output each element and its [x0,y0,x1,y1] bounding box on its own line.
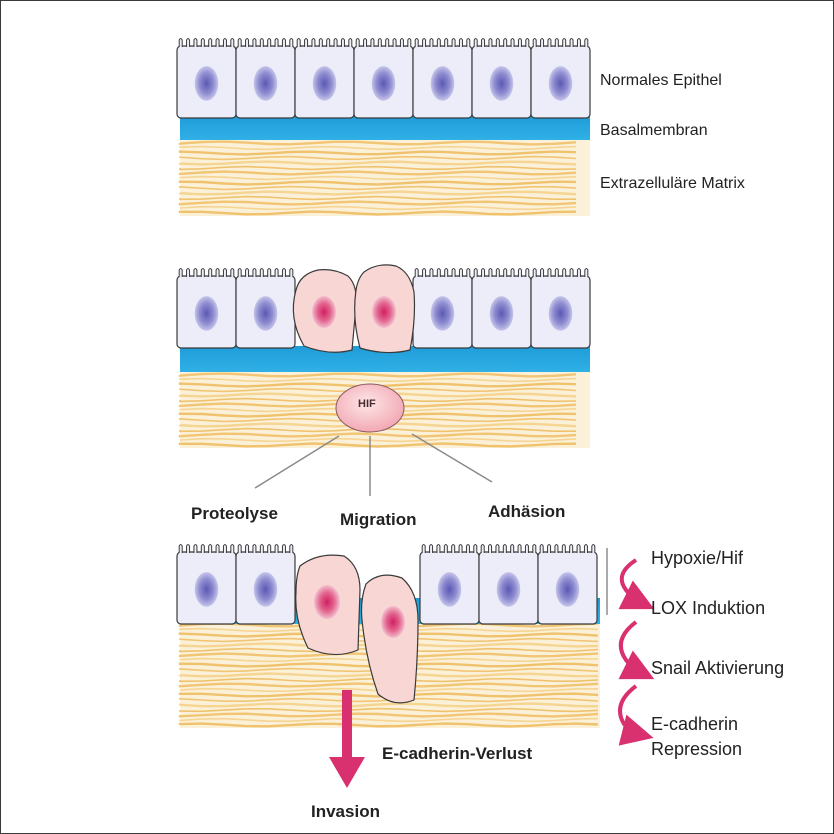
adhesion-label: Adhäsion [488,502,565,522]
hif-panel [177,265,590,448]
epithelial-cell [236,269,295,349]
nucleus [254,572,278,607]
cascade-step-snail: Snail Aktivierung [651,656,784,680]
nucleus [195,572,219,607]
epithelial-cell [413,39,472,119]
tumor-cell [355,265,415,353]
tumor-nucleus [372,296,396,328]
nucleus [556,572,580,607]
migration-label: Migration [340,510,417,530]
epithelial-cell [531,269,590,349]
cascade-step-ecadherin: E-cadherin [651,712,738,736]
ecadherin-loss-label: E-cadherin-Verlust [382,744,532,764]
hif-label: HIF [358,398,376,410]
epithelial-cell [177,545,236,625]
cascade-arrow-1 [622,560,640,602]
epithelial-cell [354,39,413,119]
nucleus [549,66,573,101]
nucleus [195,66,219,101]
cascade-arrow-2 [621,622,640,672]
epithelial-cell [236,39,295,119]
nucleus [490,66,514,101]
nucleus [254,66,278,101]
nucleus [254,296,278,331]
epithelial-cell [531,39,590,119]
nucleus [372,66,396,101]
normal-epithelium-panel [177,39,590,217]
tumor-nucleus [381,606,405,638]
epithelial-cell [479,545,538,625]
basement-membrane [180,116,590,140]
nucleus [549,296,573,331]
epithelial-cell [295,39,354,119]
tumor-cell [296,555,360,654]
nucleus [438,572,462,607]
epithelial-cell [472,269,531,349]
tumor-nucleus [314,585,340,619]
epithelial-cell [472,39,531,119]
epithelial-cell [413,269,472,349]
cascade-step-repression: Repression [651,737,742,761]
nucleus [195,296,219,331]
cascade-step-lox: LOX Induktion [651,596,765,620]
extracellular-matrix-label: Extrazelluläre Matrix [600,175,745,193]
tumor-nucleus [312,296,336,328]
invasion-label: Invasion [311,802,380,822]
invasion-arrow-head [329,757,365,788]
cascade-step-hypoxia: Hypoxie/Hif [651,546,743,570]
nucleus [431,66,455,101]
invasion-arrow-shaft [342,690,352,760]
nucleus [490,296,514,331]
invasion-panel [177,545,600,729]
tumor-cell [293,270,356,353]
nucleus [313,66,337,101]
epithelial-cell [177,269,236,349]
epithelial-cell [177,39,236,119]
epithelial-cell [236,545,295,625]
epithelial-cell [420,545,479,625]
normal-epithelium-label: Normales Epithel [600,72,722,90]
proteolysis-label: Proteolyse [191,504,278,524]
cascade-arrow-3 [620,686,638,734]
nucleus [497,572,521,607]
epithelial-cell [538,545,597,625]
basement-membrane-label: Basalmembran [600,122,708,140]
nucleus [431,296,455,331]
